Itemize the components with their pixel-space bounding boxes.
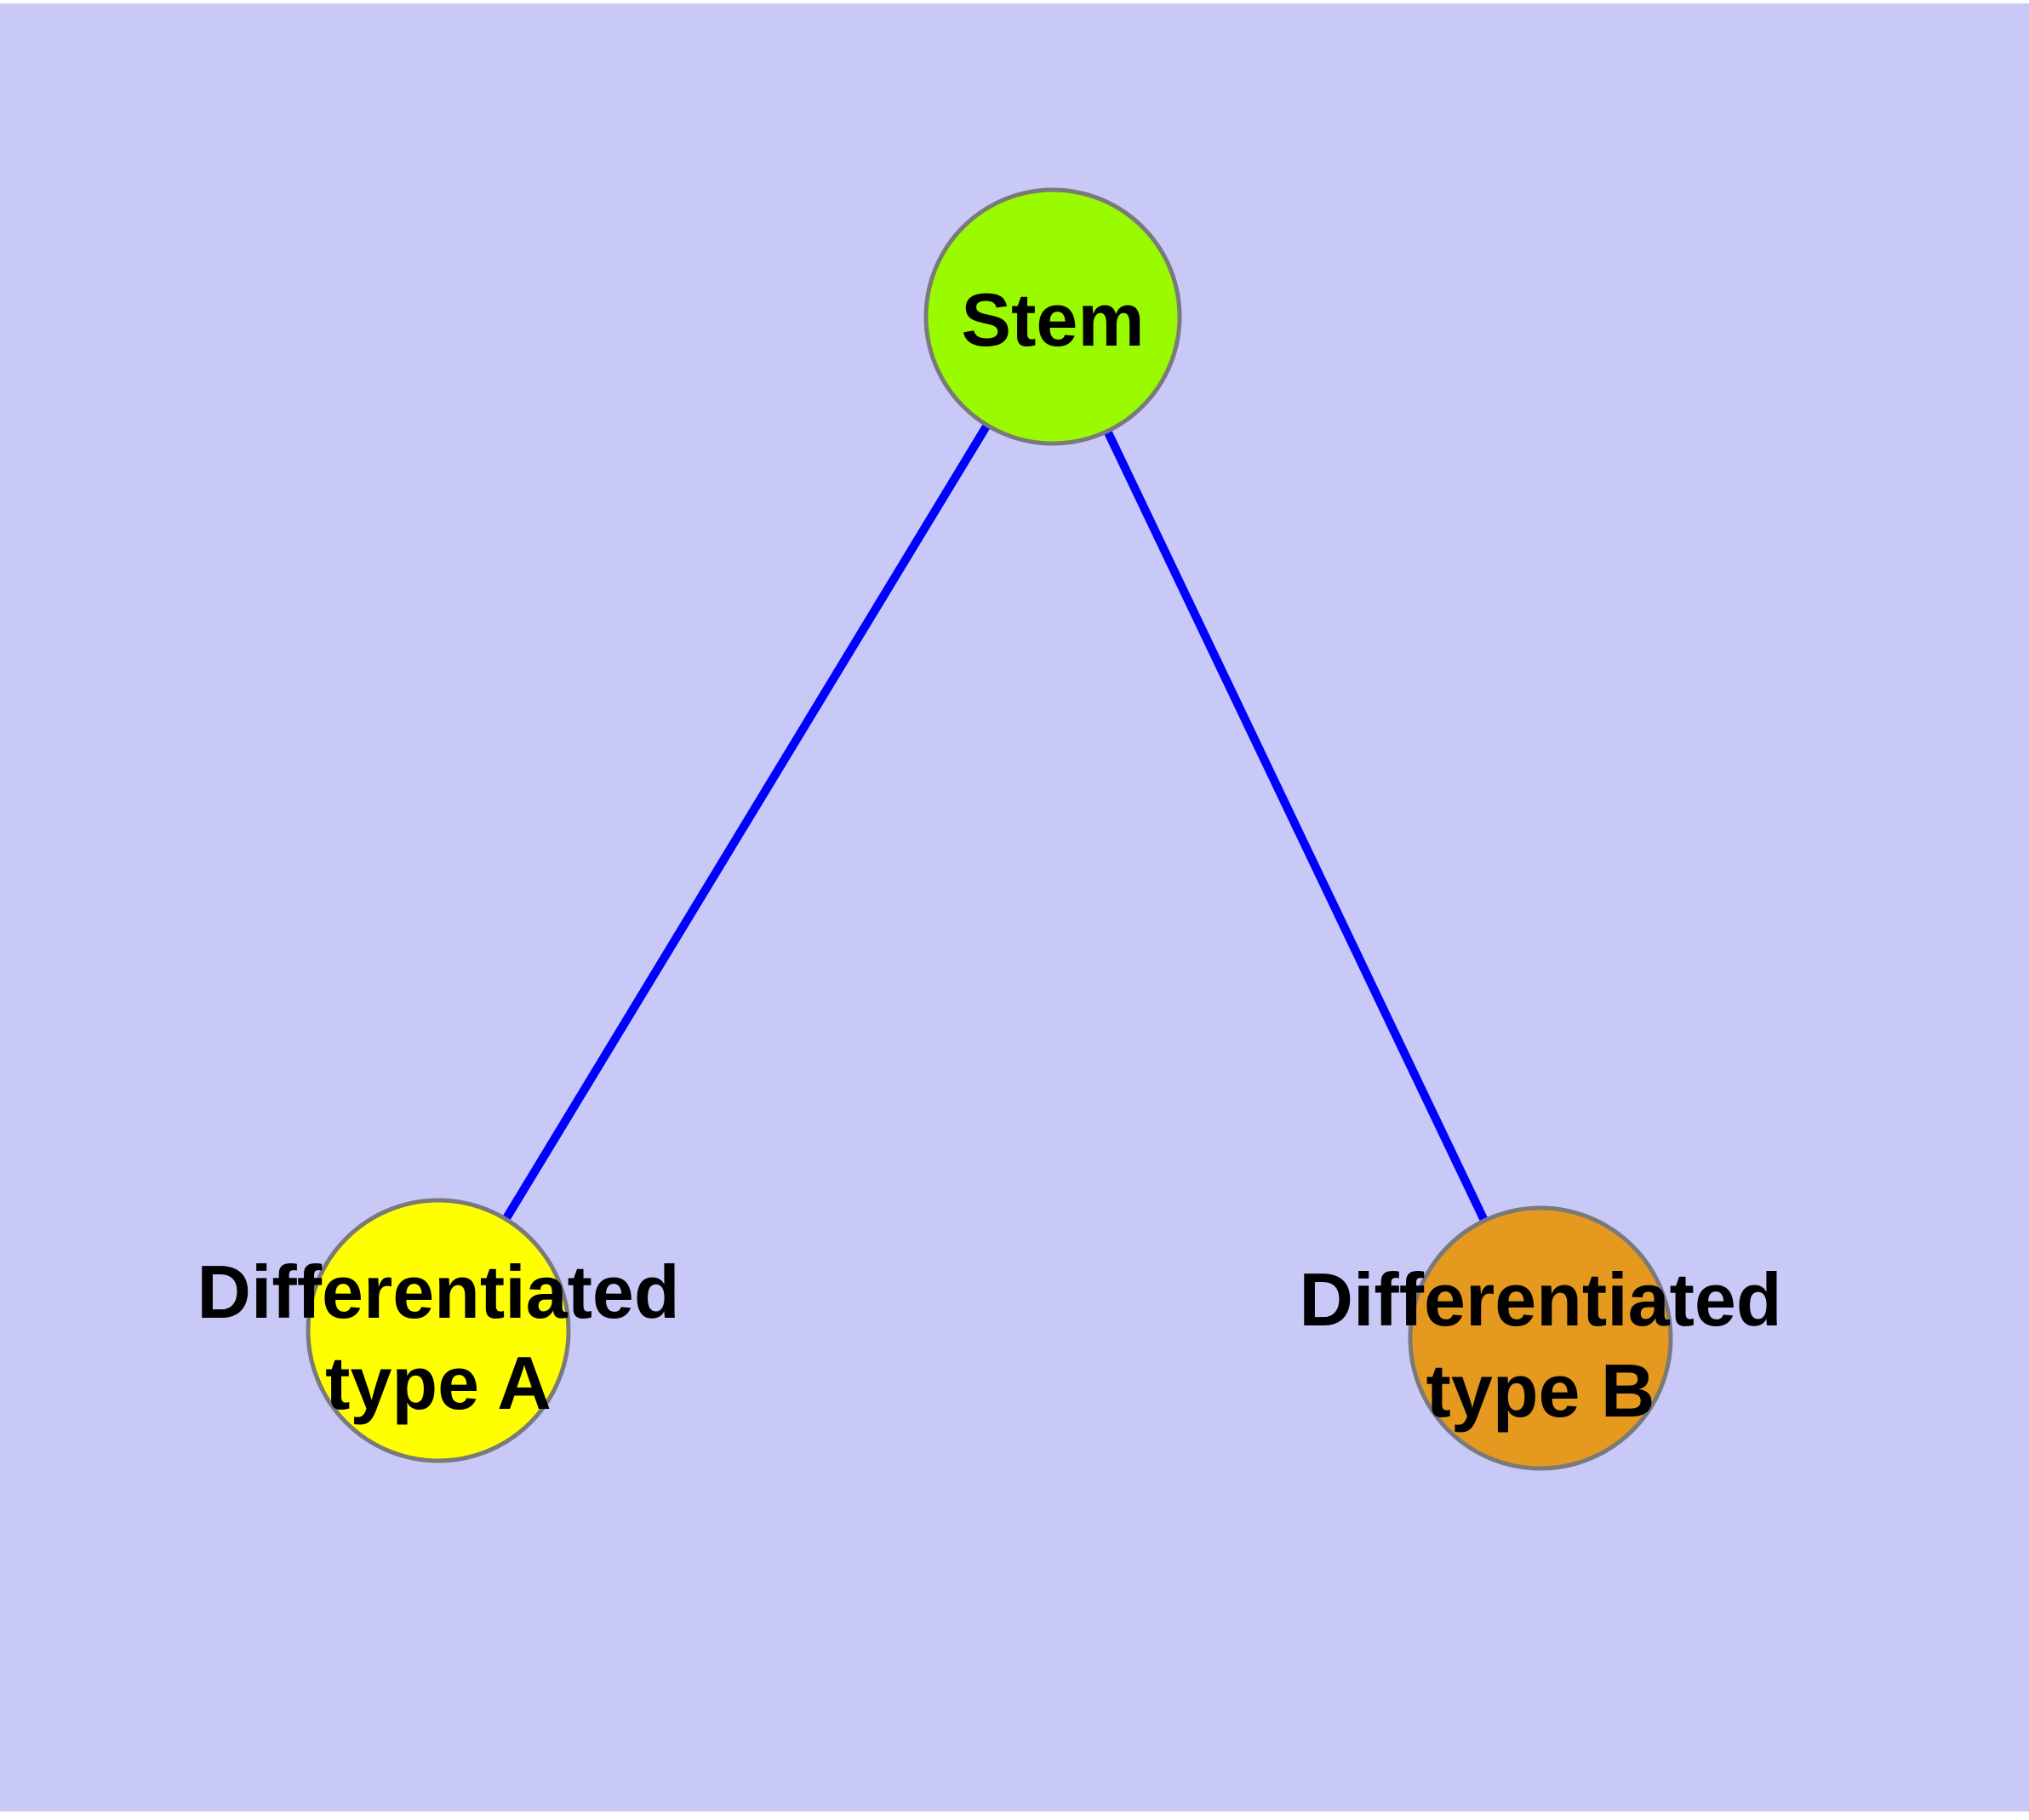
node-type-a-label-line1: Differentiated xyxy=(197,1250,679,1334)
edge-stem-to-type-a xyxy=(434,314,1057,1333)
node-stem-label: Stem xyxy=(961,278,1144,362)
node-type-b-label-line2: type B xyxy=(1426,1348,1655,1433)
edge-stem-to-type-b xyxy=(1049,314,1545,1341)
node-type-b-label-line1: Differentiated xyxy=(1299,1257,1781,1342)
node-type-a-label-line2: type A xyxy=(325,1341,552,1425)
node-type-a-circle xyxy=(306,1198,571,1463)
node-stem-circle xyxy=(923,187,1182,446)
node-type-b-circle xyxy=(1408,1205,1673,1471)
